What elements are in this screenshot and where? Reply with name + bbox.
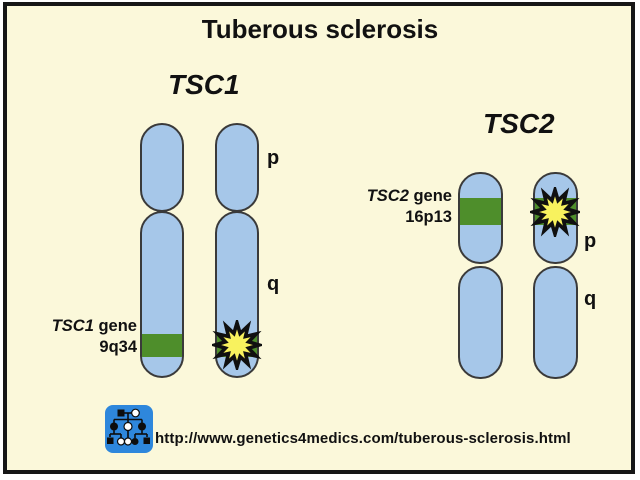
tsc1-q-arm-label: q <box>267 273 280 295</box>
tsc2-gene-locus: 16p13 <box>405 208 452 226</box>
tsc2-gene-label: TSC2 gene 16p13 <box>342 186 452 228</box>
tsc2-chromosome-left-q-arm <box>458 266 503 379</box>
tsc1-chromosome-right-p-arm <box>215 123 259 212</box>
tsc2-gene-band <box>460 198 501 225</box>
tsc2-heading: TSC2 <box>483 108 555 139</box>
tsc1-heading: TSC1 <box>168 69 240 100</box>
tsc2-gene-suffix: gene <box>408 187 452 205</box>
tsc2-chromosome-right-q-arm <box>533 266 578 379</box>
tsc2-q-arm-label: q <box>584 288 597 310</box>
tsc1-chromosome-left-q-arm <box>140 211 184 378</box>
tsc2-p-arm-label: p <box>584 230 597 252</box>
diagram-frame <box>3 2 635 474</box>
tsc2-chromosome-left-p-arm <box>458 172 503 264</box>
source-url-text: http://www.genetics4medics.com/tuberous-… <box>155 430 571 447</box>
mutation-starburst-icon <box>530 187 580 237</box>
tsc1-gene-name: TSC1 <box>51 317 94 335</box>
tsc1-gene-locus: 9q34 <box>99 338 137 356</box>
tsc1-p-arm-label: p <box>267 147 280 169</box>
mutation-starburst-icon <box>212 320 262 370</box>
tsc1-gene-band <box>142 334 182 357</box>
tsc2-gene-name: TSC2 <box>366 187 409 205</box>
page-title: Tuberous sclerosis <box>201 14 439 44</box>
pedigree-chart-icon <box>105 405 153 453</box>
tsc1-chromosome-left-p-arm <box>140 123 184 212</box>
tsc1-gene-suffix: gene <box>93 317 137 335</box>
tsc1-gene-label: TSC1 gene 9q34 <box>27 316 137 358</box>
